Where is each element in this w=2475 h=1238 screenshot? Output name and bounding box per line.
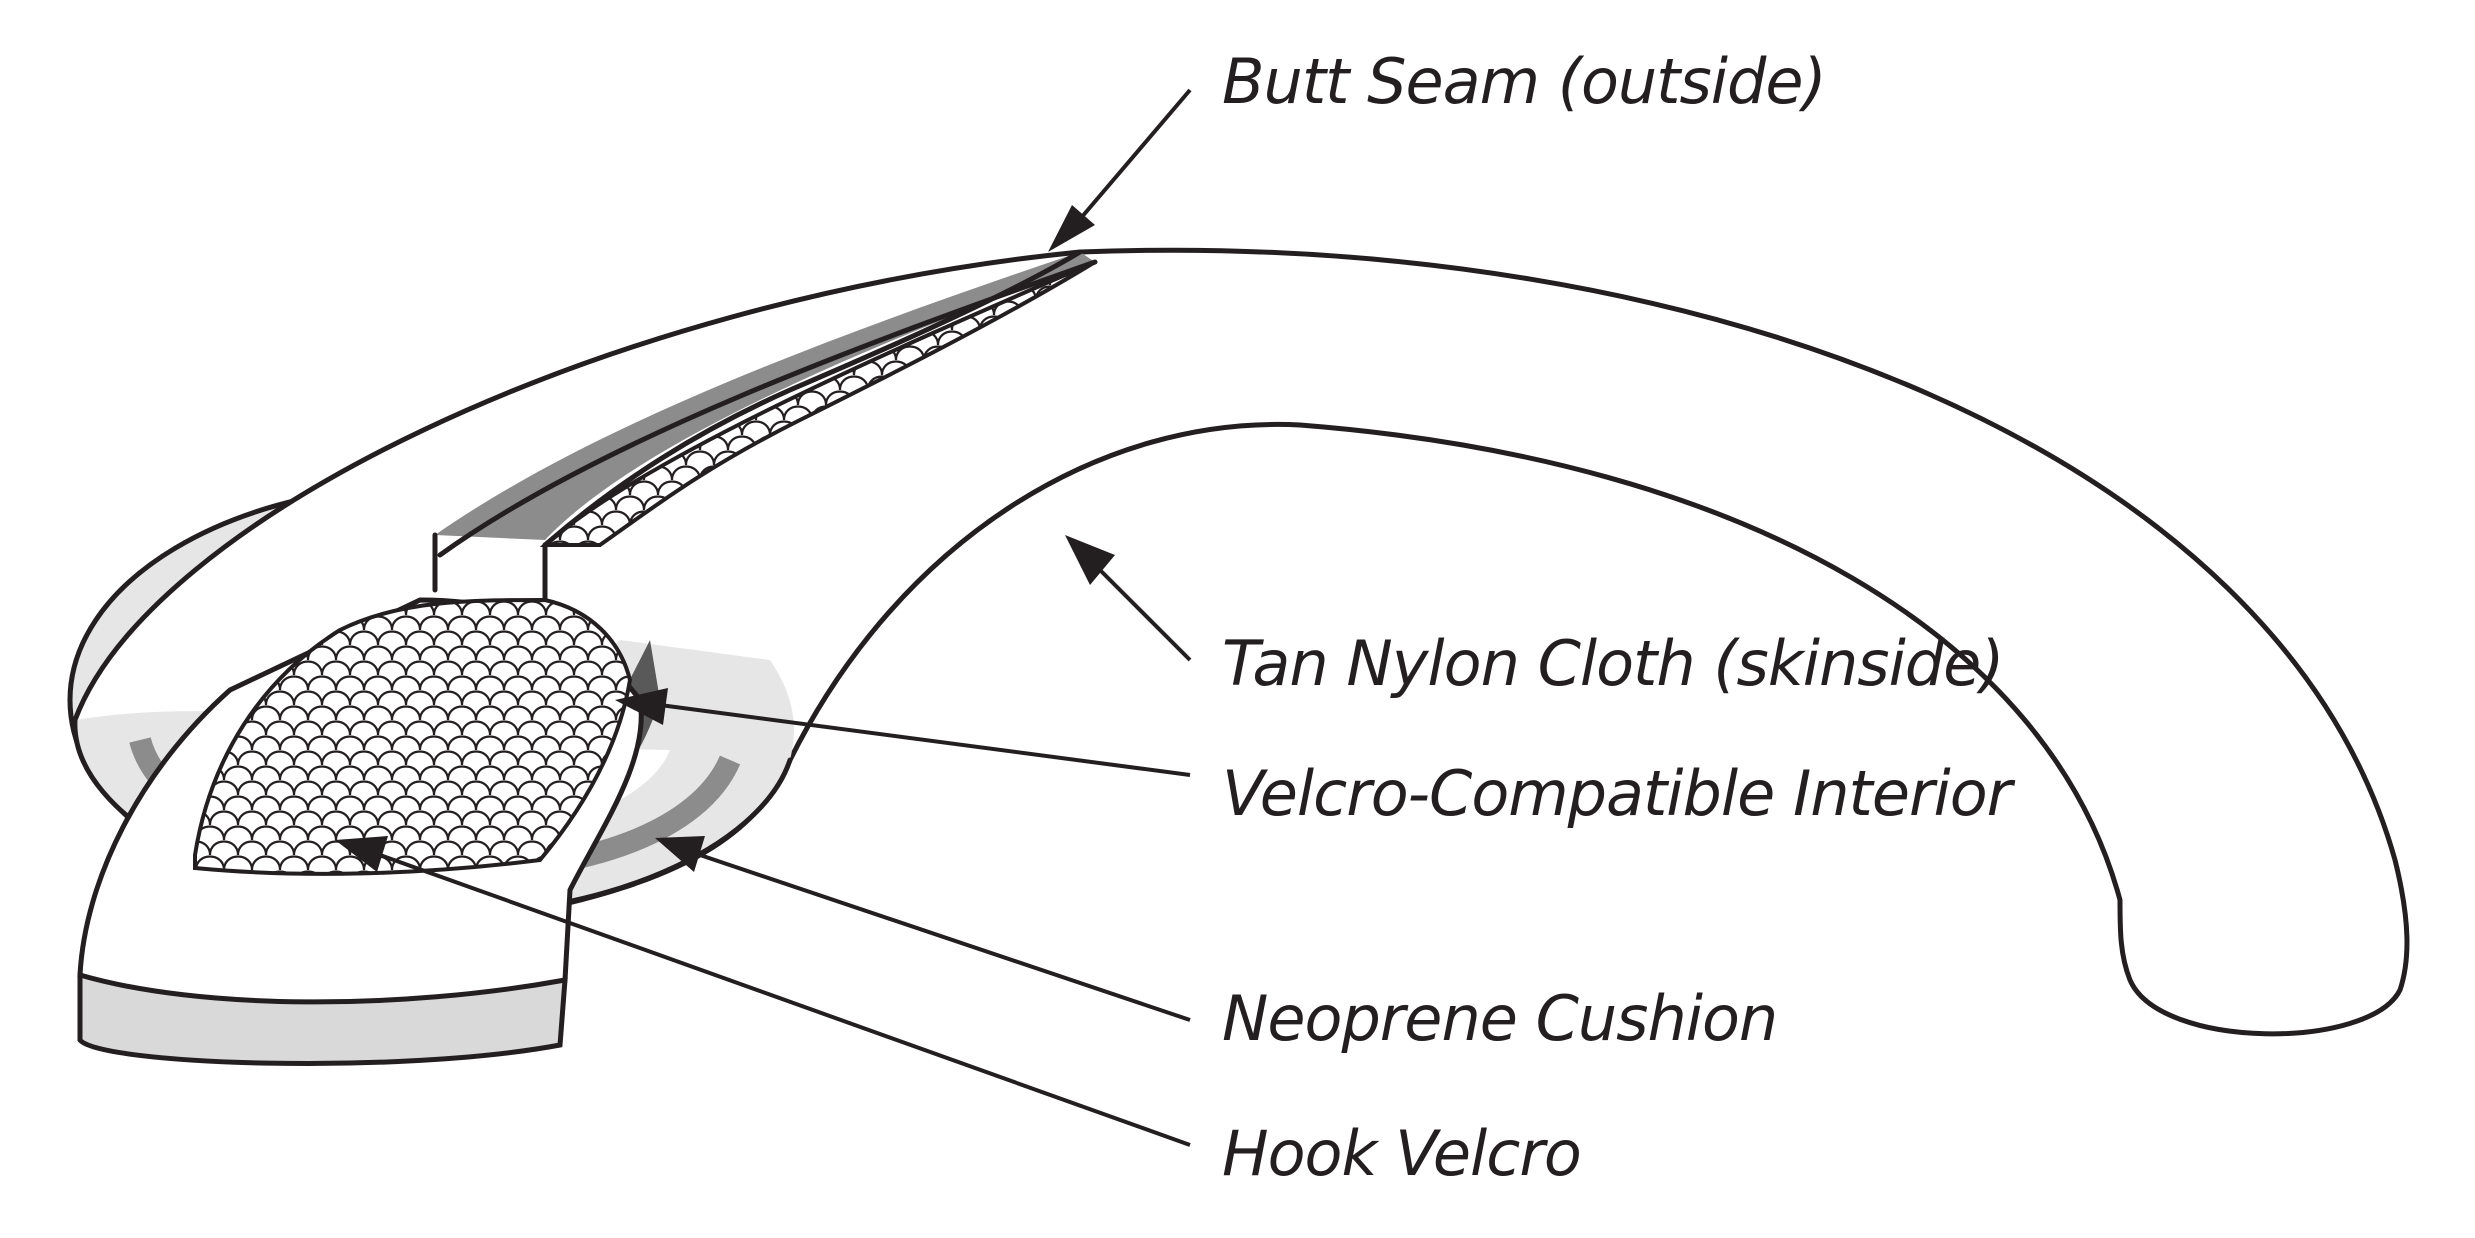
neoprene-arrowhead xyxy=(655,836,705,872)
hook-velcro-label: Hook Velcro xyxy=(1222,1117,1581,1190)
neoprene-cushion-label: Neoprene Cushion xyxy=(1222,982,1777,1055)
tan-nylon-label: Tan Nylon Cloth (skinside) xyxy=(1222,627,2003,700)
velcro-interior-arrowhead xyxy=(615,688,668,725)
butt-seam-arrowhead xyxy=(1048,205,1095,252)
callout-leaders xyxy=(335,88,1192,1147)
velcro-interior-label: Velcro-Compatible Interior xyxy=(1222,757,2016,830)
callout-labels: Butt Seam (outside) Tan Nylon Cloth (ski… xyxy=(1222,45,2017,1190)
butt-seam-label: Butt Seam (outside) xyxy=(1222,45,1826,118)
hook-velcro-tab xyxy=(77,597,644,1067)
hook-velcro-arrowhead xyxy=(335,836,388,872)
tan-nylon-arrowhead xyxy=(1065,535,1115,585)
